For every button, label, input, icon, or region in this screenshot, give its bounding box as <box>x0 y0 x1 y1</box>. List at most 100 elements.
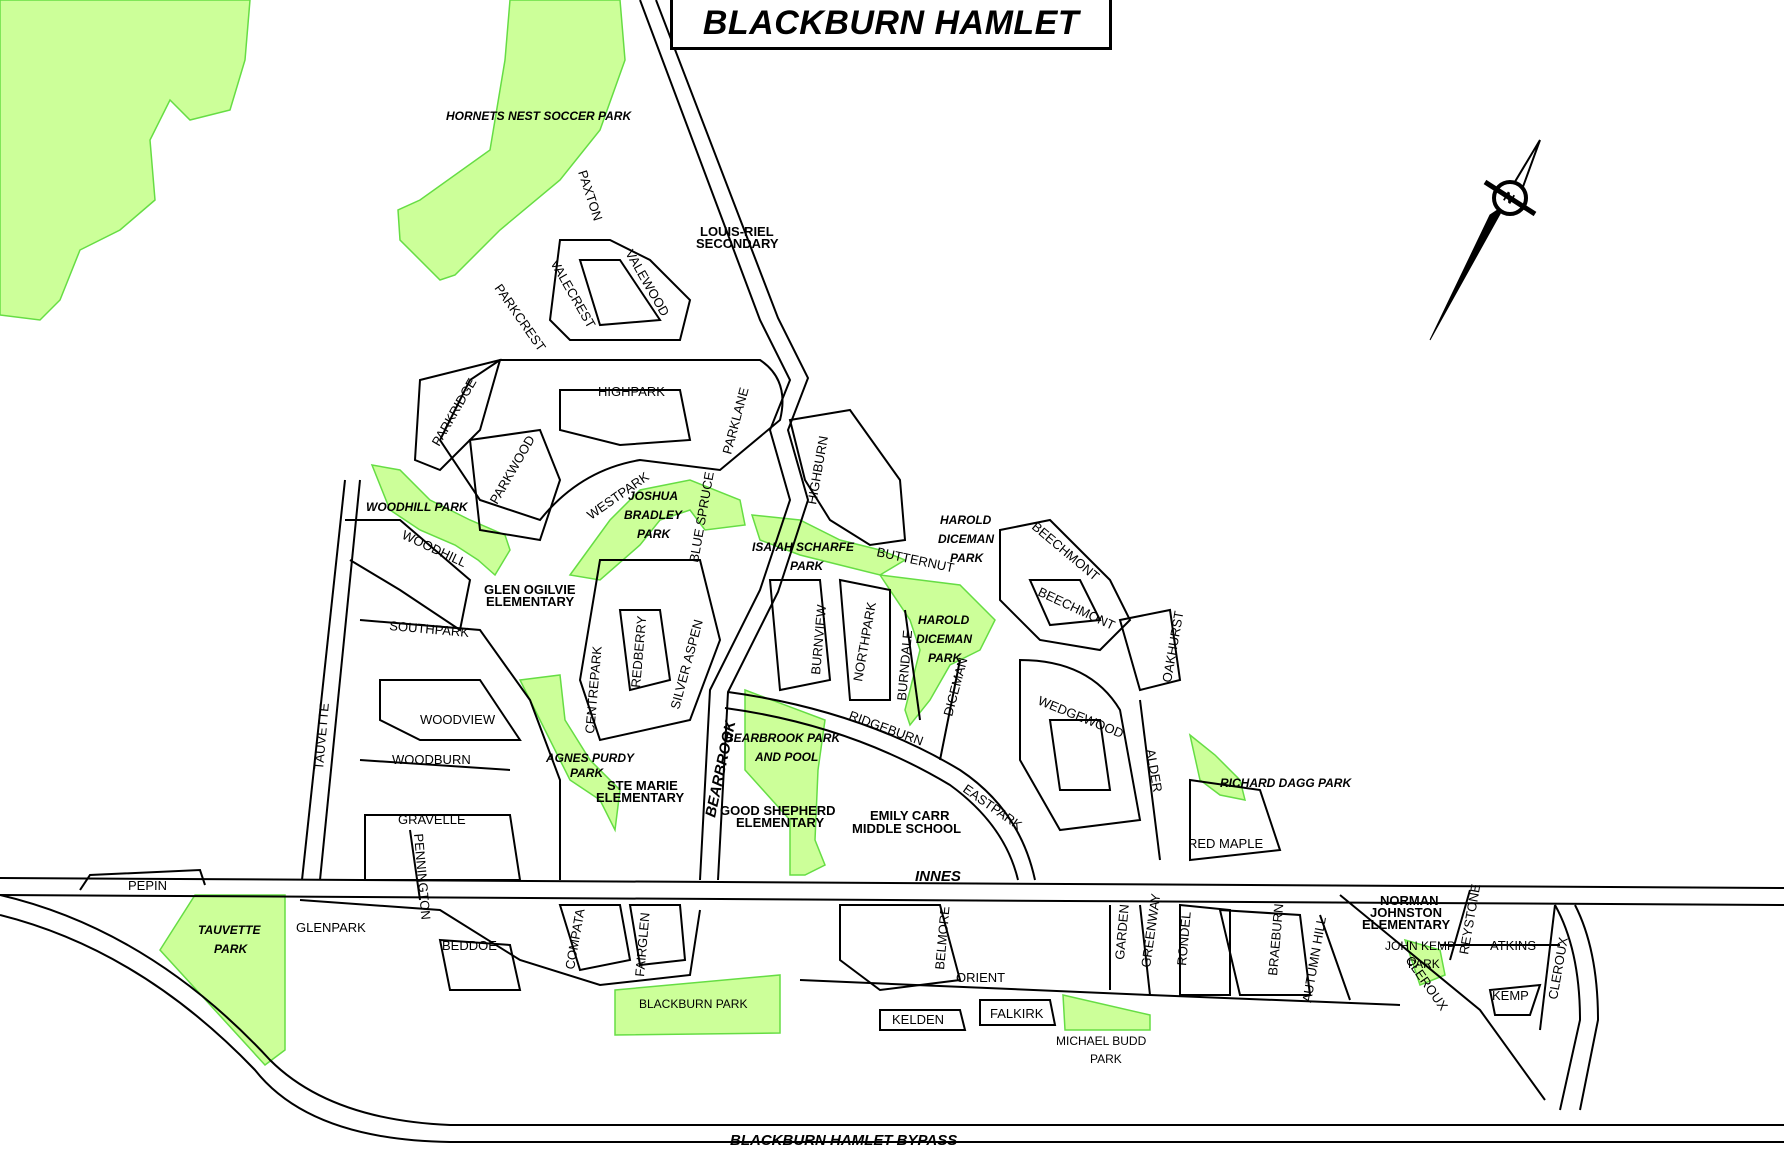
compata-label: COMPATA <box>562 907 587 970</box>
highpark-inner <box>559 389 692 447</box>
joshua-bradley-park-label-1: JOSHUA <box>628 489 678 503</box>
map-title-box: BLACKBURN HAMLET <box>670 0 1112 50</box>
oakhurst-loop <box>1118 608 1182 692</box>
beechmont-inner <box>1028 579 1102 627</box>
centrepark-loop <box>578 559 722 742</box>
redberry-label: REDBERRY <box>628 615 649 688</box>
woodburn-label: WOODBURN <box>392 752 471 767</box>
bearbrook-park-area <box>744 688 826 876</box>
hornets-nest-soccer-park-area-east <box>397 0 626 281</box>
beddoe-loop <box>438 938 522 991</box>
compata-loop <box>558 904 632 972</box>
tauvette-road <box>301 479 346 881</box>
john-kemp-park-label-1: JOHN KEMP <box>1385 939 1455 953</box>
tauvette-label: TAUVETTE <box>311 702 332 770</box>
wedgewood-inner <box>1048 719 1112 791</box>
rondel-label: RONDEL <box>1174 911 1194 966</box>
cleroux-east-street <box>1539 904 1556 1031</box>
emily-carr-label-2: MIDDLE SCHOOL <box>852 821 961 836</box>
innes-road-south-edge <box>0 894 1784 906</box>
cleroux-road <box>1339 894 1546 1101</box>
diceman-street <box>939 659 961 761</box>
richard-dagg-park-area <box>1188 733 1247 801</box>
louis-riel-label-1: LOUIS-RIEL <box>700 224 774 239</box>
bearbrook-park-label-2: AND POOL <box>754 750 818 764</box>
burndale-street <box>904 609 921 721</box>
blackburn-park-label: BLACKBURN PARK <box>639 997 747 1011</box>
harold-diceman-2-label-3: PARK <box>928 651 962 665</box>
pepin-label: PEPIN <box>128 878 167 893</box>
autumn-hill-label: AUTUMN HILL <box>1299 916 1329 1004</box>
isaiah-scharfe-park-label-1: ISAIAH SCHARFE <box>752 540 855 554</box>
kelden-loop <box>879 1009 967 1031</box>
parks-layer <box>0 0 1446 1067</box>
woodburn-street <box>359 759 511 771</box>
hornets-nest-soccer-park-area <box>0 0 251 321</box>
parkcrest-label: PARKCREST <box>492 281 549 354</box>
richard-dagg-park-label: RICHARD DAGG PARK <box>1220 776 1352 790</box>
autumn-hill-street <box>1319 914 1351 1001</box>
bypass-road <box>0 894 1784 1126</box>
reystone-street <box>1449 889 1471 961</box>
wedgewood-loop <box>1019 658 1142 832</box>
woodview-loop <box>379 679 522 741</box>
gravelle-label: GRAVELLE <box>398 812 466 827</box>
glenpark-label: GLENPARK <box>296 920 366 935</box>
norman-johnston-label-3: ELEMENTARY <box>1362 917 1450 932</box>
parklane-label: PARKLANE <box>719 386 751 456</box>
john-kemp-park-label-2: PARK <box>1408 957 1440 971</box>
bearbrook-road <box>639 0 792 881</box>
valecrest-loop <box>578 259 662 327</box>
innes-road <box>0 877 1784 889</box>
parkwood-label: PARKWOOD <box>487 433 538 507</box>
ridgeburn-road <box>727 691 1036 881</box>
blackburn-park-area <box>614 974 781 1036</box>
falkirk-loop <box>979 999 1057 1026</box>
rondel-loop <box>1179 903 1231 996</box>
highburn-loop <box>788 408 907 547</box>
norman-johnston-label-2: JOHNSTON <box>1370 905 1442 920</box>
alder-street <box>1139 699 1161 861</box>
michael-budd-park-label-1: MICHAEL BUDD <box>1056 1034 1147 1048</box>
beechmont-inner-label: BEECHMONT <box>1036 584 1118 633</box>
isaiah-scharfe-park-label-2: PARK <box>790 559 824 573</box>
park-labels: HORNETS NEST SOCCER PARK WOODHILL PARK J… <box>198 109 1455 1066</box>
agnes-purdy-park-label-1: AGNES PURDY <box>545 751 635 765</box>
harold-diceman-2-label-2: DICEMAN <box>916 632 972 646</box>
northpark-label: NORTHPARK <box>850 600 879 682</box>
atkins-label: ATKINS <box>1490 938 1536 953</box>
local-streets-layer <box>79 239 1560 1101</box>
woodhill-park-area <box>370 464 511 577</box>
highburn-label: HIGHBURN <box>804 435 831 506</box>
silver-aspen-label: SILVER ASPEN <box>667 618 705 711</box>
pennington-street <box>409 829 421 901</box>
red-maple-label: RED MAPLE <box>1188 836 1263 851</box>
redberry-loop <box>618 609 672 692</box>
good-shepherd-label-1: GOOD SHEPHERD <box>720 803 836 818</box>
red-maple-loop <box>1189 778 1282 862</box>
major-road-labels: INNES BLACKBURN HAMLET BYPASS BEARBROOK <box>702 718 961 1149</box>
woodhill-park-label: WOODHILL PARK <box>366 500 469 514</box>
joshua-bradley-park-label-3: PARK <box>637 527 671 541</box>
ste-marie-label-2: ELEMENTARY <box>596 790 684 805</box>
beddoe-label: BEDDOE <box>442 938 497 953</box>
tauvette-road-edge <box>319 479 361 881</box>
highpark-label: HIGHPARK <box>598 384 665 399</box>
burnview-label: BURNVIEW <box>808 603 829 675</box>
norman-johnston-label-1: NORMAN <box>1380 893 1439 908</box>
tauvette-park-label-1: TAUVETTE <box>198 923 261 937</box>
tauvette-park-area <box>159 894 286 1067</box>
joshua-bradley-park-label-2: BRADLEY <box>624 508 683 522</box>
hornets-nest-park-label: HORNETS NEST SOCCER PARK <box>446 109 632 123</box>
beechmont-label: BEECHMONT <box>1029 519 1102 584</box>
parkridge-loop <box>413 358 502 472</box>
bypass-label: BLACKBURN HAMLET BYPASS <box>730 1132 957 1149</box>
belmore-label: BELMORE <box>932 905 953 970</box>
highpark-crescent <box>438 359 784 522</box>
burndale-label: BURNDALE <box>894 629 915 701</box>
alder-label: ALDER <box>1143 748 1165 793</box>
bearbrook-road-edge <box>655 0 810 881</box>
glen-ogilvie-label-1: GLEN OGILVIE <box>484 582 576 597</box>
ste-marie-label-1: STE MARIE <box>607 778 678 793</box>
